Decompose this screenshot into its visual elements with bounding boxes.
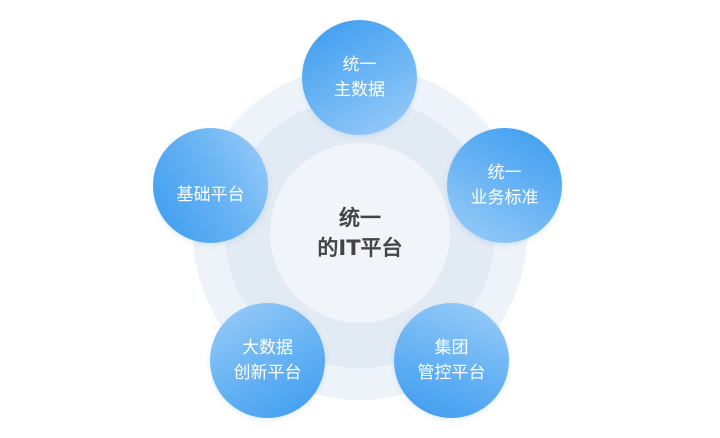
node-label: 基础平台 (176, 185, 245, 205)
node-label-line1: 统一 (487, 162, 522, 183)
node-label-line2: 业务标准 (470, 187, 539, 208)
node-unified-business-standard: 统一 业务标准 (447, 128, 562, 243)
node-label-line2: 主数据 (334, 79, 385, 100)
node-label-line2: 管控平台 (417, 362, 486, 383)
center-label-line2: 的IT平台 (317, 236, 403, 260)
center-label-line1: 统一 (338, 206, 381, 230)
node-infrastructure-platform: 基础平台 (153, 128, 268, 243)
node-label-line1: 集团 (434, 337, 469, 358)
node-label-line1: 大数据 (242, 337, 293, 358)
node-big-data-innovation-platform: 大数据 创新平台 (210, 303, 325, 418)
node-group-control-platform: 集团 管控平台 (394, 303, 509, 418)
center-circle: 统一 的IT平台 (270, 143, 450, 323)
node-label-line2: 创新平台 (233, 362, 302, 383)
node-label-line1: 统一 (342, 54, 377, 75)
node-unified-master-data: 统一 主数据 (302, 20, 417, 135)
center-label: 统一 的IT平台 (317, 203, 402, 263)
